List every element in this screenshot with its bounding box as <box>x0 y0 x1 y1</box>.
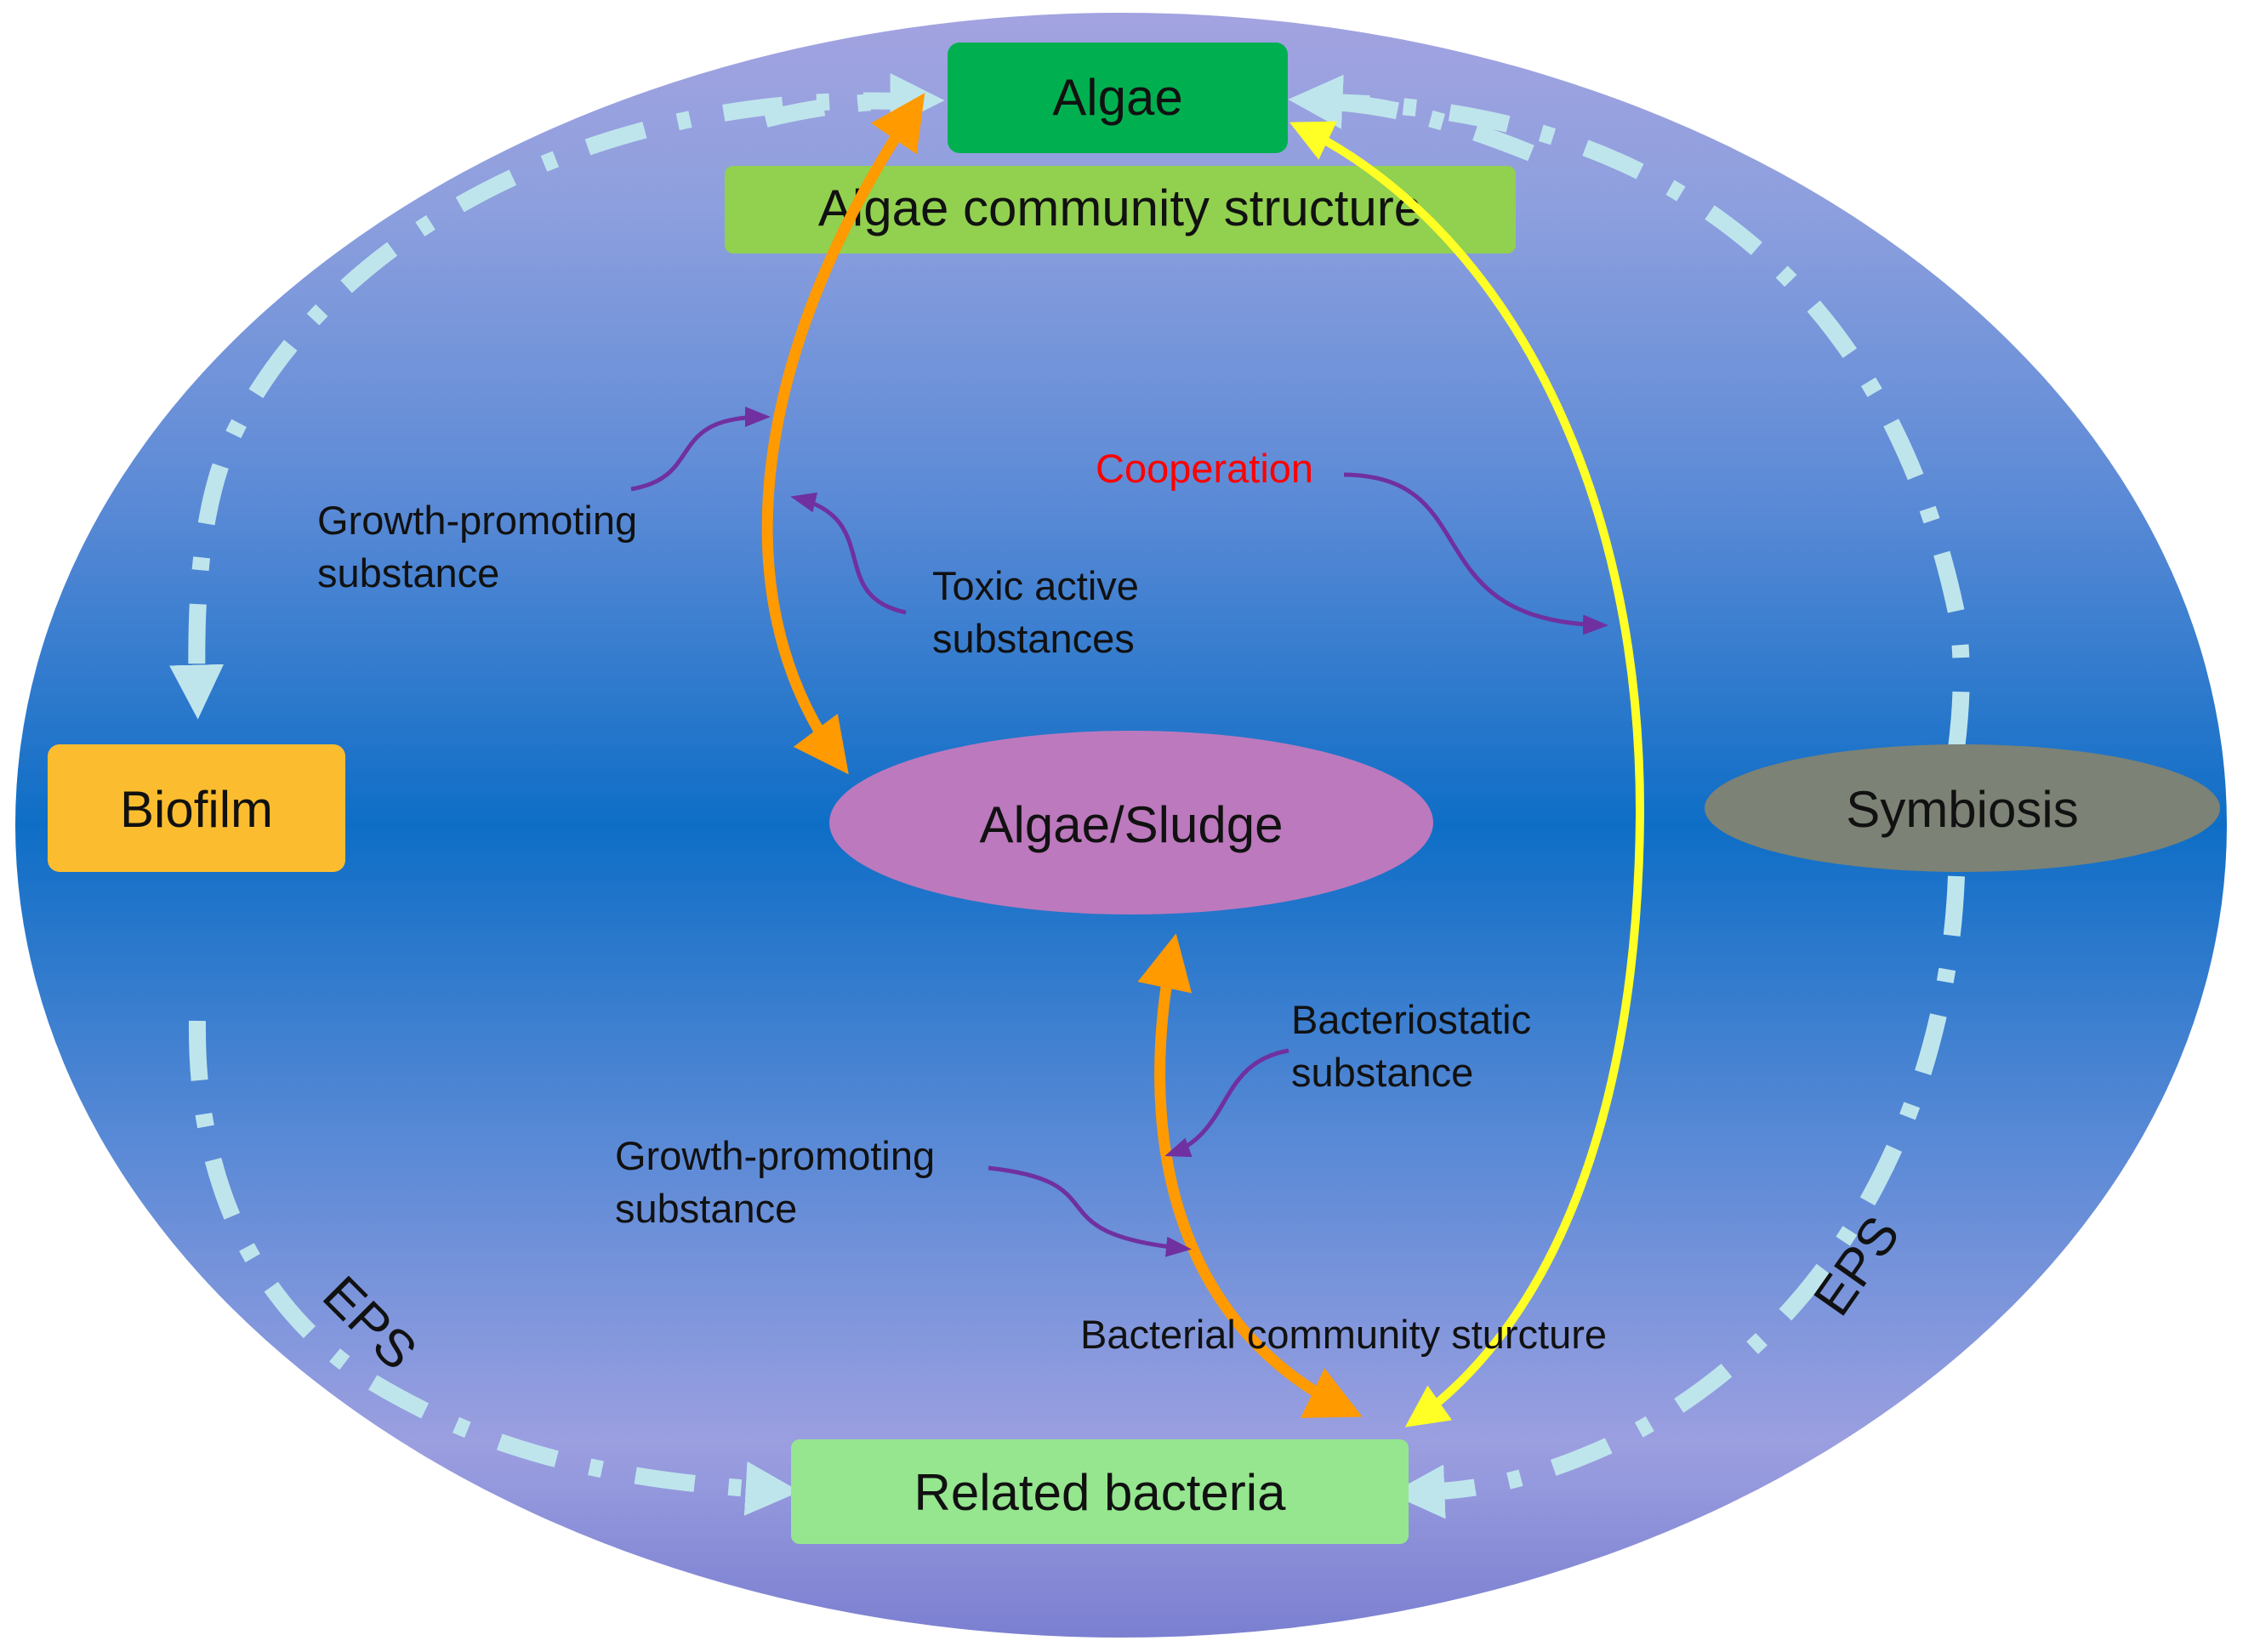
arrow-growth-promoting-bottom <box>988 1165 1192 1257</box>
cooperation-label: Cooperation <box>1096 446 1313 491</box>
orange-arrow-sludge-bacteria <box>1137 933 1363 1418</box>
cycle-arrow-top-left <box>169 92 924 720</box>
yellow-arrow-algae-bacteria <box>1289 121 1645 1427</box>
related-bacteria-node[interactable]: Related bacteria <box>791 1439 1409 1544</box>
symbiosis-label: Symbiosis <box>1846 781 2078 838</box>
growth-promoting-top-label: Growth-promoting substance <box>317 498 648 595</box>
cycle-arrow-to-algae-left <box>763 73 945 128</box>
purple-annotation-arrows <box>630 407 1608 1257</box>
arrow-bacteriostatic <box>1164 1048 1289 1158</box>
algae-sludge-label: Algae/Sludge <box>980 796 1284 853</box>
algae-node[interactable]: Algae <box>948 43 1288 153</box>
orange-arrow-algae-sludge <box>761 93 925 775</box>
algae-label: Algae <box>1052 69 1182 126</box>
bacteriostatic-label: Bacteriostatic substance <box>1291 997 1542 1095</box>
biofilm-label: Biofilm <box>120 781 273 838</box>
biofilm-node[interactable]: Biofilm <box>48 744 345 872</box>
toxic-active-label: Toxic active substances <box>932 563 1150 661</box>
related-bacteria-label: Related bacteria <box>914 1464 1287 1521</box>
algae-sludge-node[interactable]: Algae/Sludge <box>829 731 1433 914</box>
symbiosis-node[interactable]: Symbiosis <box>1705 744 2220 872</box>
arrow-toxic-active <box>790 492 907 615</box>
algae-community-structure-label: Algae community structure <box>818 179 1422 236</box>
growth-promoting-bottom-label: Growth-promoting substance <box>615 1133 946 1231</box>
cycle-arrow-to-algae-right <box>1288 74 1534 162</box>
eps-cycle <box>169 73 1970 1519</box>
arrow-cooperation <box>1343 472 1608 635</box>
cycle-arrow-bottom-right <box>1390 875 1965 1519</box>
bacterial-community-structure-label: Bacterial community sturcture <box>1080 1312 1607 1357</box>
arrow-growth-promoting-top <box>630 407 771 492</box>
